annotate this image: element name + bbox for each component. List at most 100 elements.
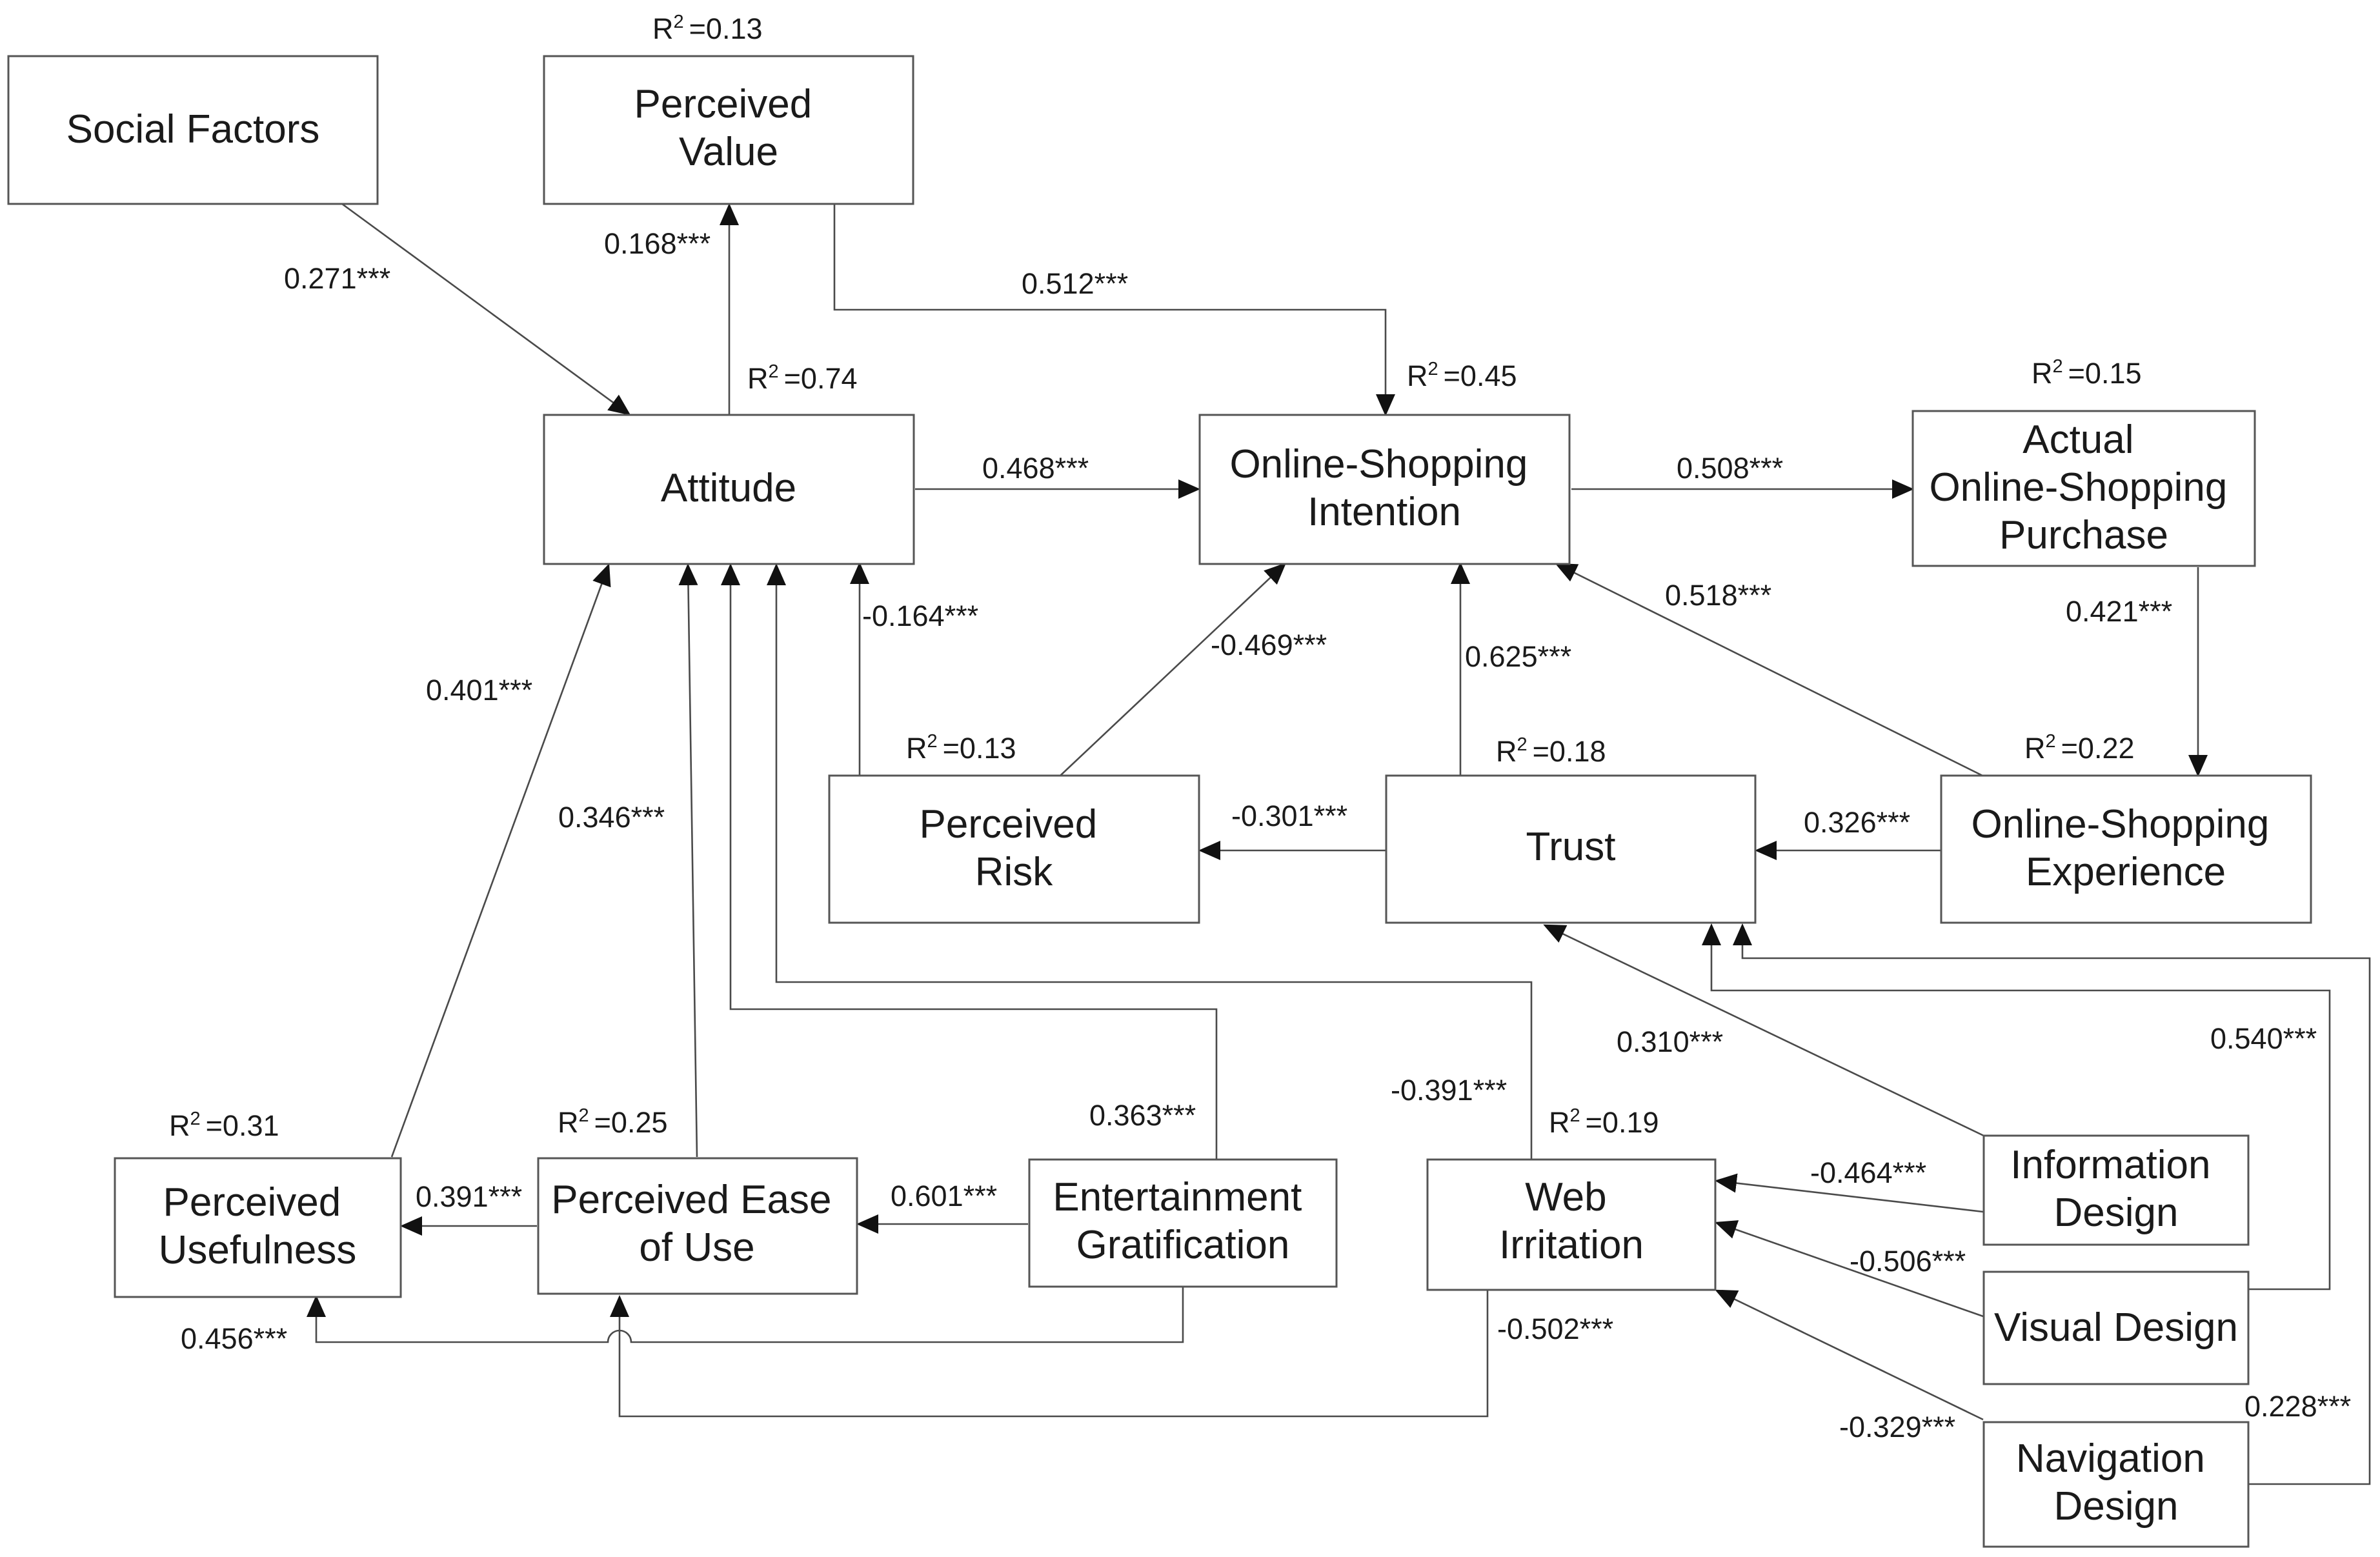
- coef-value-intention: 0.512***: [1022, 267, 1128, 300]
- svg-text:Web Irritation: Web Irritation: [1499, 1175, 1644, 1267]
- svg-text:Online-Shopping Experien: Online-Shopping Experience: [1971, 802, 2280, 894]
- coef-experience-trust: 0.326***: [1804, 806, 1910, 839]
- coef-attitude-value: 0.168***: [604, 227, 711, 260]
- coef-information-trust: 0.310***: [1617, 1025, 1723, 1058]
- coef-ease-attitude: 0.346***: [558, 801, 665, 834]
- node-label: Value: [679, 130, 778, 174]
- node-trust: Trust: [1385, 774, 1757, 924]
- r2-label-ease-of-use: R2=0.25: [558, 1105, 668, 1139]
- node-label: Social Factors: [66, 107, 320, 152]
- coef-irritation-ease: -0.502***: [1497, 1312, 1613, 1345]
- coef-purchase-experience: 0.421***: [2066, 595, 2172, 628]
- node-label: Navigation: [2016, 1436, 2205, 1481]
- svg-text:Information Design: Information Design: [2010, 1143, 2221, 1235]
- arrow-visual-to-trust: [1702, 923, 2331, 1291]
- node-label: Design: [2054, 1484, 2179, 1529]
- node-label: Gratification: [1076, 1223, 1290, 1267]
- node-label: Risk: [975, 850, 1054, 894]
- svg-text:Entertainment Gratificat: Entertainment Gratification: [1053, 1175, 1313, 1267]
- coef-social-attitude: 0.271***: [284, 262, 390, 295]
- arrow-navigation-to-trust: [1733, 923, 2371, 1485]
- coef-risk-attitude: -0.164***: [862, 599, 978, 632]
- node-entertainment-gratification: Entertainment Gratification: [1028, 1158, 1338, 1288]
- r2-label-purchase: R2=0.15: [2032, 356, 2142, 390]
- node-label: Perceived: [634, 82, 812, 126]
- arrow-entertainment-to-usefulness: [307, 1287, 1184, 1343]
- coef-trust-risk: -0.301***: [1231, 799, 1347, 832]
- node-actual-online-shopping-purchase: Actual Online-Shopping Purchase: [1911, 410, 2256, 567]
- r2-label-attitude: R2=0.74: [747, 361, 858, 395]
- node-label: Usefulness: [159, 1228, 357, 1272]
- arrow-irritation-to-attitude: [767, 563, 1533, 1160]
- node-social-factors: Social Factors: [7, 55, 379, 205]
- node-label: Purchase: [1999, 513, 2168, 558]
- r2-label-trust: R2=0.18: [1496, 734, 1606, 768]
- coef-entertainment-attitude: 0.363***: [1089, 1099, 1196, 1132]
- coef-experience-intention: 0.518***: [1665, 579, 1771, 612]
- arrow-information-to-irritation: [1715, 1173, 1984, 1213]
- coef-intention-purchase: 0.508***: [1677, 452, 1783, 485]
- arrow-navigation-to-irritation: [1715, 1289, 1984, 1421]
- node-label: Trust: [1526, 825, 1616, 869]
- node-information-design: Information Design: [1982, 1134, 2250, 1246]
- svg-text:Perceived Value: Perceived Value: [634, 82, 823, 174]
- node-label: Intention: [1307, 490, 1461, 534]
- svg-text:Perceived Risk: Perceived Risk: [920, 802, 1109, 894]
- svg-text:Perceived Ease of Use: Perceived Ease of Use: [551, 1178, 842, 1270]
- node-label: Information: [2010, 1143, 2210, 1187]
- node-label: Online-Shopping: [1229, 442, 1528, 487]
- arrow-usefulness-to-attitude: [390, 563, 611, 1158]
- node-label: Visual Design: [1994, 1305, 2238, 1350]
- arrow-risk-to-intention: [1060, 562, 1287, 776]
- svg-text:Navigation Design: Navigation Design: [2016, 1436, 2216, 1529]
- coef-entertainment-ease: 0.601***: [891, 1180, 997, 1212]
- node-label: Irritation: [1499, 1223, 1644, 1267]
- node-perceived-value: Perceived Value: [543, 55, 914, 205]
- r-squared-labels: R2=0.13 R2=0.74 R2=0.45 R2=0.15 R2=0.13 …: [169, 12, 2142, 1142]
- coef-irritation-attitude: -0.391***: [1391, 1074, 1507, 1107]
- coef-visual-irritation: -0.506***: [1850, 1245, 1966, 1278]
- r2-label-perceived-value: R2=0.13: [652, 12, 763, 45]
- node-online-shopping-intention: Online-Shopping Intention: [1198, 414, 1571, 565]
- path-coefficients: 0.271*** 0.168*** 0.512*** 0.468*** 0.50…: [181, 227, 2351, 1443]
- coef-entertainment-usefulness: 0.456***: [181, 1322, 287, 1355]
- r2-label-web-irritation: R2=0.19: [1549, 1105, 1659, 1139]
- node-label: of Use: [639, 1225, 754, 1270]
- coef-visual-trust: 0.540***: [2210, 1022, 2317, 1055]
- svg-text:Attitude: Attitude: [661, 466, 796, 510]
- arrow-entertainment-to-attitude: [721, 563, 1218, 1160]
- node-label: Experience: [2026, 850, 2226, 894]
- node-label: Perceived: [920, 802, 1098, 847]
- path-arrows: [307, 203, 2371, 1485]
- arrow-experience-to-intention: [1555, 563, 1983, 777]
- node-online-shopping-experience: Online-Shopping Experience: [1940, 774, 2312, 924]
- r2-label-usefulness: R2=0.31: [169, 1109, 279, 1142]
- node-label: Web: [1525, 1175, 1606, 1220]
- node-attitude: Attitude: [543, 414, 915, 565]
- coef-usefulness-attitude: 0.401***: [426, 674, 532, 707]
- svg-text:Actual Online-Shopping: Actual Online-Shopping Purchase: [1929, 417, 2238, 558]
- r2-label-intention: R2=0.45: [1407, 359, 1517, 392]
- arrow-perceived-value-to-intention: [833, 204, 1395, 416]
- arrow-visual-to-irritation: [1715, 1220, 1984, 1318]
- node-visual-design: Visual Design: [1982, 1271, 2250, 1385]
- node-label: Online-Shopping: [1971, 802, 2269, 847]
- node-label: Perceived: [163, 1180, 341, 1225]
- node-web-irritation: Web Irritation: [1426, 1158, 1717, 1291]
- coef-navigation-trust: 0.228***: [2244, 1390, 2351, 1423]
- svg-text:Trust: Trust: [1526, 825, 1616, 869]
- r2-label-perceived-risk: R2=0.13: [906, 731, 1016, 765]
- coef-risk-intention: -0.469***: [1211, 628, 1327, 661]
- node-label: Attitude: [661, 466, 796, 510]
- coef-attitude-intention: 0.468***: [982, 452, 1089, 485]
- svg-text:Online-Shopping Intentio: Online-Shopping Intention: [1229, 442, 1538, 534]
- coef-information-irritation: -0.464***: [1810, 1156, 1926, 1189]
- arrow-irritation-to-ease: [610, 1291, 1489, 1418]
- svg-text:Social Factors: Social Factors: [66, 107, 320, 152]
- node-label: Online-Shopping: [1929, 465, 2227, 510]
- node-label: Perceived Ease: [551, 1178, 831, 1222]
- node-perceived-ease-of-use: Perceived Ease of Use: [537, 1157, 858, 1295]
- node-label: Entertainment: [1053, 1175, 1302, 1220]
- node-navigation-design: Navigation Design: [1982, 1421, 2250, 1548]
